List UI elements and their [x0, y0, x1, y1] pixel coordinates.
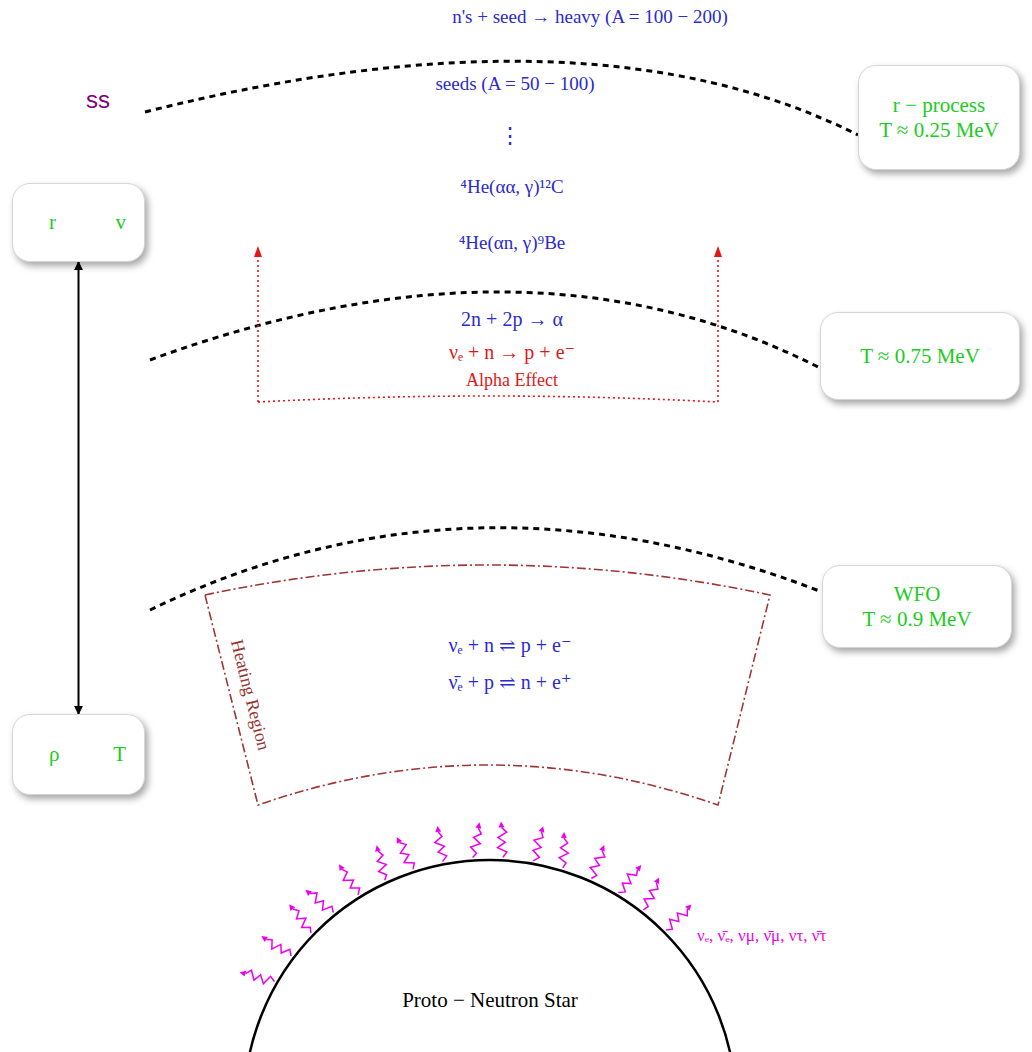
neutrino-arrowhead — [635, 865, 641, 872]
box-text: T — [113, 742, 126, 766]
double-arrow — [78, 262, 80, 714]
neutrino-squiggle — [266, 939, 291, 956]
neutrino-arrowhead — [499, 821, 505, 827]
stage-box: r − processT ≈ 0.25 MeV — [858, 65, 1020, 170]
box-text: v — [116, 210, 127, 234]
neutrino-arrowhead — [261, 936, 268, 942]
alpha-arrow-line — [257, 256, 259, 402]
neutrino-emission — [240, 821, 692, 983]
proto-neutron-star: Proto − Neutron Star — [244, 860, 736, 1052]
annotation-label: νₑ, ν̄ₑ, νμ, ν̄μ, ντ, ν̄τ — [697, 926, 826, 946]
star-label: Proto − Neutron Star — [402, 988, 578, 1013]
box-text: T ≈ 0.75 MeV — [860, 344, 980, 368]
neutrino-squiggle — [435, 832, 447, 862]
reaction-text: νₑ + n ⇌ p + e⁻ — [449, 633, 572, 657]
variable-box: ρT — [12, 714, 145, 795]
neutrino-squiggle — [498, 827, 507, 857]
boundary-arc — [150, 528, 822, 610]
neutrino-arrowhead — [305, 890, 312, 896]
annotation-label: seeds (A = 50 − 100) — [435, 73, 594, 95]
annotation-label: ⁴He(αα, γ)¹²C — [460, 176, 563, 198]
neutrino-arrowhead — [289, 904, 295, 911]
box-text: T ≈ 0.9 MeV — [862, 607, 971, 631]
neutrino-arrowhead — [685, 905, 691, 911]
annotation-label: ⋮ — [499, 123, 521, 148]
neutrino-squiggle — [666, 909, 687, 930]
alpha-arrow-line — [717, 256, 719, 402]
region-border — [205, 565, 770, 805]
star-outline — [244, 860, 736, 1052]
neutrino-squiggle — [310, 893, 333, 913]
annotation-label: ⁴He(αn, γ)⁹Be — [459, 232, 566, 254]
box-text: WFO — [894, 582, 941, 606]
neutrino-squiggle — [399, 843, 414, 870]
annotation-label: νₑ + n → p + e⁻ — [449, 341, 575, 364]
neutrino-squiggle — [559, 838, 568, 868]
box-text: ρ — [49, 742, 59, 766]
neutrino-squiggle — [643, 883, 658, 910]
annotation-label: Alpha Effect — [466, 370, 558, 391]
neutrino-arrowhead — [539, 826, 545, 833]
neutrino-arrowhead — [435, 826, 441, 832]
neutrino-squiggle — [342, 869, 359, 894]
neutrino-squiggle — [618, 870, 637, 893]
neutrino-arrowhead — [339, 864, 345, 871]
neutrino-squiggle — [245, 970, 274, 984]
neutrino-arrowhead — [561, 832, 567, 838]
alpha-arrow-head — [714, 246, 722, 257]
reaction-text: ν̄ₑ + p ⇌ n + e⁺ — [449, 670, 572, 694]
box-text: T ≈ 0.25 MeV — [879, 118, 999, 142]
neutrino-squiggle — [590, 851, 605, 879]
box-text: r − process — [893, 93, 985, 117]
neutrino-squiggle — [377, 851, 386, 880]
neutrino-squiggle — [471, 828, 482, 857]
neutrino-arrowhead — [240, 971, 247, 977]
stage-box: WFOT ≈ 0.9 MeV — [822, 565, 1012, 648]
neutrino-arrowhead — [397, 837, 402, 844]
box-text: r — [49, 210, 56, 234]
neutrino-arrowhead — [375, 845, 381, 852]
neutrino-squiggle — [293, 909, 311, 933]
boundary-arc — [150, 292, 820, 368]
star-circle — [244, 860, 736, 1052]
neutrino-squiggle — [533, 832, 543, 861]
annotation-label: 2n + 2p → α — [461, 308, 563, 331]
region-title: Heating Region — [226, 637, 274, 752]
neutrino-arrowhead — [475, 822, 481, 828]
annotation-label: n's + seed → heavy (A = 100 − 200) — [452, 6, 728, 28]
alpha-arrow-head — [254, 246, 262, 257]
annotation-label: ss — [86, 86, 110, 114]
neutrino-arrowhead — [599, 845, 605, 852]
stage-box: T ≈ 0.75 MeV — [820, 312, 1020, 400]
variable-box: rv — [12, 183, 145, 262]
neutrino-arrowhead — [654, 877, 659, 884]
heating-region: Heating Region νₑ + n ⇌ p + e⁻ ν̄ₑ + p ⇌ n… — [200, 535, 775, 810]
alpha-bracket — [258, 396, 718, 402]
